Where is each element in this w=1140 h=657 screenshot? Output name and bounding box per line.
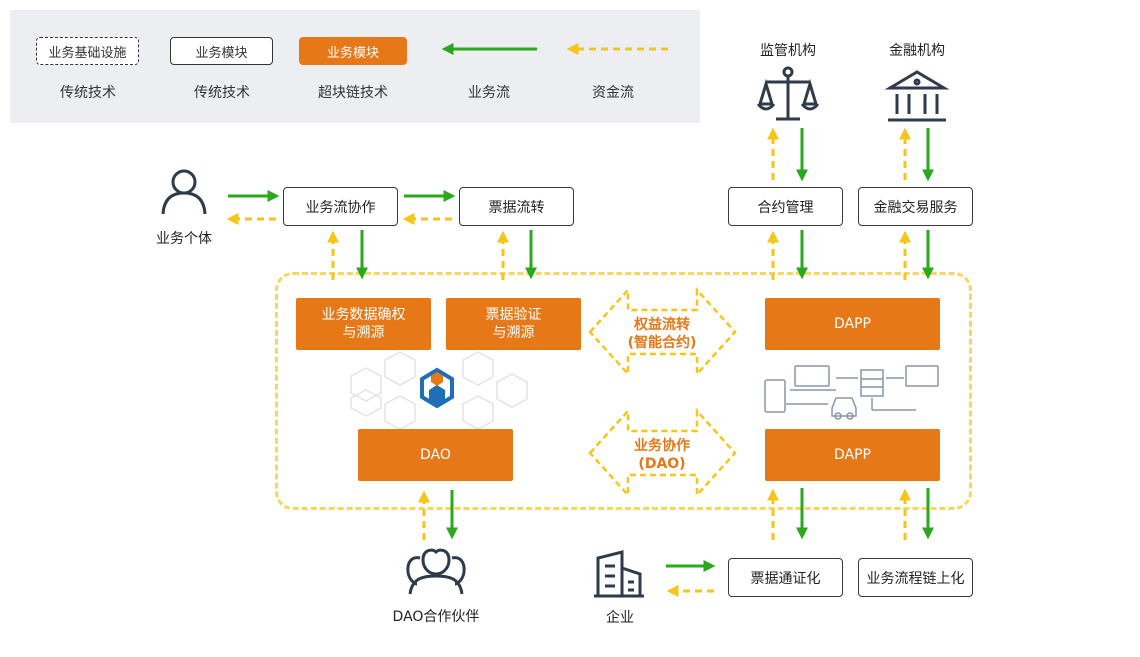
legend-module-box: 业务模块 <box>170 37 273 65</box>
legend-caption-business-flow: 业务流 <box>468 85 510 101</box>
collab-box: 业务流协作 <box>283 187 398 226</box>
dapp-top-module: DAPP <box>765 298 940 350</box>
legend-panel <box>10 10 700 123</box>
legend-caption-traditional-2: 传统技术 <box>194 85 250 101</box>
data-rights-module: 业务数据确权 与溯源 <box>296 298 431 350</box>
bank-icon <box>884 70 950 122</box>
legend-caption-hyperblock: 超块链技术 <box>318 85 388 101</box>
legend-infra-box: 业务基础设施 <box>36 37 139 65</box>
building-icon <box>594 550 644 598</box>
rights-flow-label: 权益流转 (智能合约) <box>627 317 697 351</box>
bill-flow-box: 票据流转 <box>459 187 574 226</box>
hyperchain-logo-icon <box>420 367 454 409</box>
hyperblock-zone <box>275 272 972 510</box>
group-icon <box>406 548 466 595</box>
dapp-bottom-module: DAPP <box>765 429 940 481</box>
regulator-label: 监管机构 <box>760 43 816 59</box>
device-network-icon <box>764 365 939 420</box>
dao-module: DAO <box>358 429 513 481</box>
flow-chain-box: 业务流程链上化 <box>858 558 973 597</box>
individual-label: 业务个体 <box>156 231 212 247</box>
legend-hyperblock-box: 业务模块 <box>299 37 407 65</box>
double-arrow-rights <box>588 286 737 378</box>
legend-caption-traditional-1: 传统技术 <box>60 85 116 101</box>
scales-icon <box>756 66 820 121</box>
partner-label: DAO合作伙伴 <box>392 609 480 625</box>
fin-trade-box: 金融交易服务 <box>858 187 973 226</box>
double-arrow-collab <box>588 407 737 499</box>
bill-token-box: 票据通证化 <box>728 558 843 597</box>
hexagon-cluster-icon <box>350 351 528 430</box>
contract-mgmt-box: 合约管理 <box>728 187 843 226</box>
financial-label: 金融机构 <box>889 43 945 59</box>
legend-caption-fund-flow: 资金流 <box>592 85 634 101</box>
person-icon <box>161 169 207 215</box>
enterprise-label: 企业 <box>606 610 634 626</box>
collab-dao-label: 业务协作 (DAO) <box>634 438 690 472</box>
bill-verify-module: 票据验证 与溯源 <box>446 298 581 350</box>
